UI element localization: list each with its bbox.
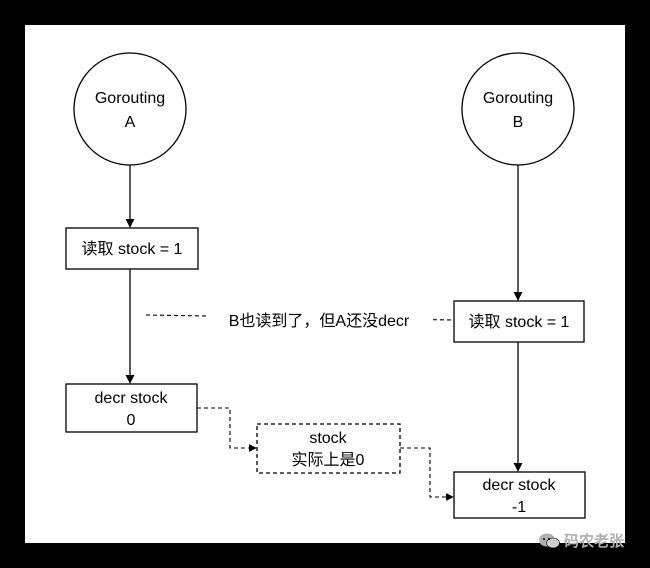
a-read-box: 读取 stock = 1 [65,227,199,270]
b-decr-line1: decr stock [483,477,557,494]
dashed-arrow-actual-to-b-decr [400,447,454,501]
b-decr-box: decr stock -1 [453,471,586,519]
goroutine-a-label-line1: Gorouting [95,90,165,107]
actual-value-box: stock 实际上是0 [256,423,401,474]
dashed-arrow-a-decr-to-actual [197,407,257,452]
wechat-icon [539,533,560,548]
goroutine-b-label-line2: B [513,114,524,131]
goroutine-b-label-line1: Gorouting [483,90,553,107]
goroutine-a-node: Gorouting A [73,52,187,166]
goroutine-b-node: Gorouting B [461,52,575,166]
annotation-label: B也读到了，但A还没decr [229,312,410,330]
watermark: 码农老张 [538,530,624,551]
a-read-label: 读取 stock = 1 [82,240,183,258]
a-decr-box: decr stock 0 [65,383,198,433]
goroutine-a-label-line2: A [125,114,136,131]
a-decr-line2: 0 [127,412,136,429]
watermark-text: 码农老张 [564,532,625,550]
b-read-box: 读取 stock = 1 [453,300,585,343]
a-decr-line1: decr stock [95,390,169,407]
actual-value-line2: 实际上是0 [292,451,365,469]
b-decr-line2: -1 [512,499,526,516]
annotation-label-bg [208,309,430,331]
b-read-label: 读取 stock = 1 [469,313,570,331]
actual-value-line1: stock [309,430,347,447]
